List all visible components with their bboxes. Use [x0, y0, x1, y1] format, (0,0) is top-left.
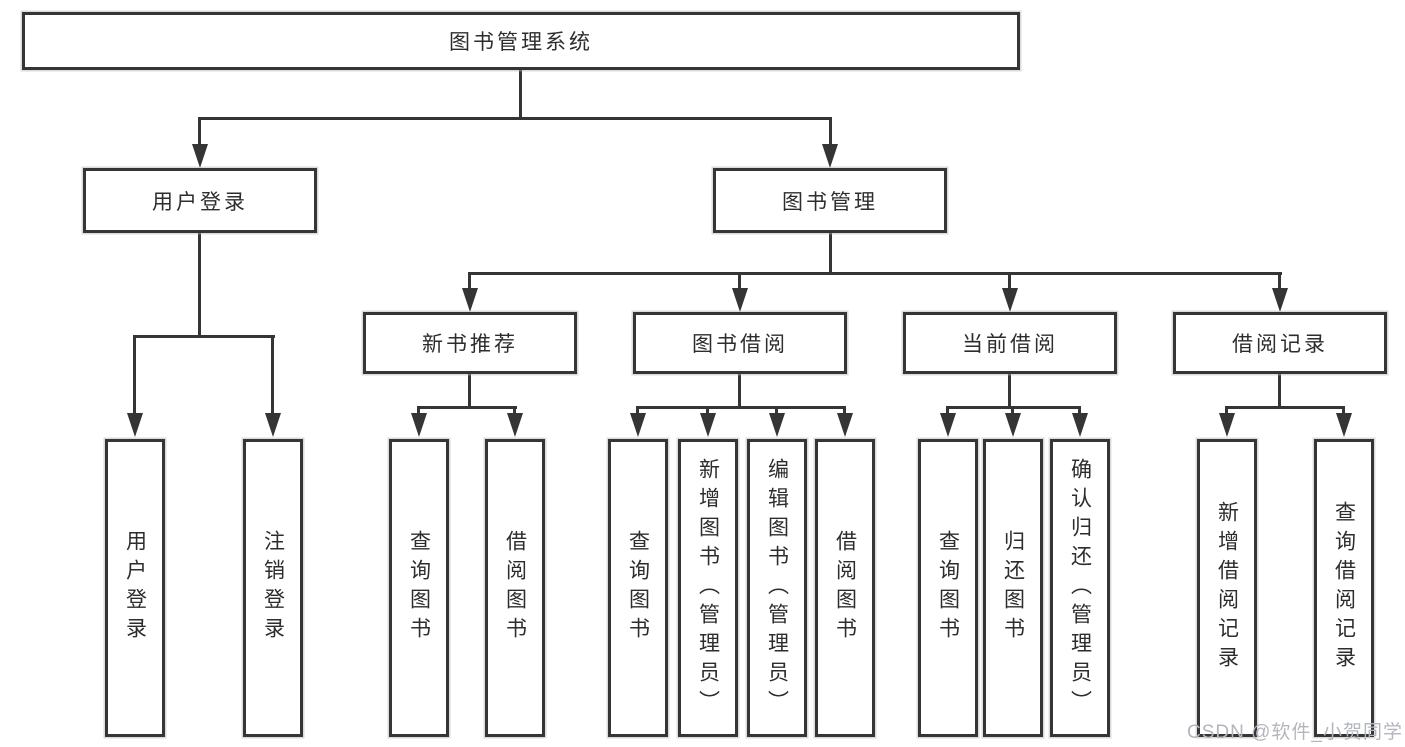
node-borrow-record-label: 借阅记录 [1232, 333, 1328, 356]
arrow-down-icon [1219, 413, 1235, 437]
connector-drop [1225, 406, 1228, 415]
connector-borrow-record-crossbar [1225, 406, 1345, 409]
node-new-book-recommend: 新书推荐 [363, 312, 577, 374]
node-user-login-label: 用户登录 [152, 190, 248, 214]
connector-drop [775, 406, 778, 415]
arrow-down-icon [1272, 288, 1288, 312]
connector-borrow-record-stem [1278, 374, 1281, 408]
leaf-confirm-return-admin-label: 确认归还（管理员） [1068, 457, 1092, 719]
connector-user-login-stem [198, 233, 201, 337]
leaf-query-book-current-label: 查询图书 [936, 530, 960, 646]
leaf-edit-book-admin: 编辑图书（管理员） [747, 439, 807, 737]
arrow-down-icon [822, 144, 838, 168]
arrow-down-icon [1336, 413, 1352, 437]
connector-drop-current-borrow [1008, 272, 1011, 290]
connector-book-management-stem [829, 233, 832, 274]
connector-drop-new-book [468, 272, 471, 290]
connector-drop [843, 406, 846, 415]
connector-drop [513, 406, 516, 415]
arrow-down-icon [411, 413, 427, 437]
leaf-edit-book-admin-label: 编辑图书（管理员） [765, 457, 789, 719]
connector-user-login-crossbar [133, 335, 275, 338]
connector-drop [1011, 406, 1014, 415]
connector-drop-user-login [198, 117, 201, 146]
arrow-down-icon [732, 288, 748, 312]
leaf-query-book-borrow-label: 查询图书 [626, 530, 650, 646]
node-root-label: 图书管理系统 [449, 31, 593, 54]
connector-current-borrow-stem [1008, 374, 1011, 408]
node-book-borrow-label: 图书借阅 [692, 333, 788, 356]
arrow-down-icon [1005, 413, 1021, 437]
arrow-down-icon [1072, 413, 1088, 437]
leaf-borrow-book-recommend-label: 借阅图书 [503, 530, 527, 646]
connector-drop-book-borrow [738, 272, 741, 290]
node-book-management: 图书管理 [713, 168, 947, 233]
leaf-add-book-admin: 新增图书（管理员） [678, 439, 738, 737]
node-current-borrow-label: 当前借阅 [962, 333, 1058, 356]
node-new-book-recommend-label: 新书推荐 [422, 333, 518, 356]
connector-drop [706, 406, 709, 415]
connector-root-crossbar [198, 117, 832, 120]
connector-drop-borrow-record [1278, 272, 1281, 290]
connector-drop-book-management [829, 117, 832, 146]
connector-drop-leaf-logout [271, 335, 274, 415]
leaf-query-book-recommend: 查询图书 [389, 439, 449, 737]
node-borrow-record: 借阅记录 [1173, 312, 1387, 374]
connector-book-borrow-stem [738, 374, 741, 408]
connector-root-stem [519, 70, 522, 117]
leaf-query-book-current: 查询图书 [918, 439, 978, 737]
connector-book-borrow-crossbar [636, 406, 846, 409]
leaf-query-book-recommend-label: 查询图书 [407, 530, 431, 646]
node-root-library-system: 图书管理系统 [22, 12, 1020, 70]
leaf-query-book-borrow: 查询图书 [608, 439, 668, 737]
node-current-borrow: 当前借阅 [903, 312, 1117, 374]
arrow-down-icon [700, 413, 716, 437]
connector-drop-leaf-user-login [133, 335, 136, 415]
arrow-down-icon [630, 413, 646, 437]
node-book-management-label: 图书管理 [782, 190, 878, 214]
arrow-down-icon [507, 413, 523, 437]
leaf-confirm-return-admin: 确认归还（管理员） [1050, 439, 1110, 737]
leaf-return-book: 归还图书 [983, 439, 1043, 737]
leaf-borrow-book-recommend: 借阅图书 [485, 439, 545, 737]
leaf-add-borrow-record-label: 新增借阅记录 [1215, 501, 1239, 675]
leaf-user-login-label: 用户登录 [123, 530, 147, 646]
node-book-borrow: 图书借阅 [633, 312, 847, 374]
connector-drop [1078, 406, 1081, 415]
arrow-down-icon [265, 413, 281, 437]
leaf-add-book-admin-label: 新增图书（管理员） [696, 457, 720, 719]
arrow-down-icon [192, 144, 208, 168]
leaf-logout-login-label: 注销登录 [261, 530, 285, 646]
leaf-add-borrow-record: 新增借阅记录 [1197, 439, 1257, 737]
arrow-down-icon [462, 288, 478, 312]
leaf-borrow-book-label: 借阅图书 [833, 530, 857, 646]
connector-drop [636, 406, 639, 415]
arrow-down-icon [1002, 288, 1018, 312]
node-user-login: 用户登录 [83, 168, 317, 233]
connector-drop [1342, 406, 1345, 415]
connector-new-book-stem [468, 374, 471, 408]
arrow-down-icon [769, 413, 785, 437]
leaf-query-borrow-record: 查询借阅记录 [1314, 439, 1374, 737]
connector-drop [946, 406, 949, 415]
connector-new-book-crossbar [417, 406, 517, 409]
watermark: CSDN @软件_小贺同学 [1187, 722, 1403, 743]
arrow-down-icon [127, 413, 143, 437]
connector-book-management-crossbar [469, 272, 1282, 275]
arrow-down-icon [940, 413, 956, 437]
arrow-down-icon [837, 413, 853, 437]
leaf-borrow-book: 借阅图书 [815, 439, 875, 737]
leaf-query-borrow-record-label: 查询借阅记录 [1332, 501, 1356, 675]
leaf-user-login: 用户登录 [105, 439, 165, 737]
leaf-logout-login: 注销登录 [243, 439, 303, 737]
connector-drop [417, 406, 420, 415]
leaf-return-book-label: 归还图书 [1001, 530, 1025, 646]
